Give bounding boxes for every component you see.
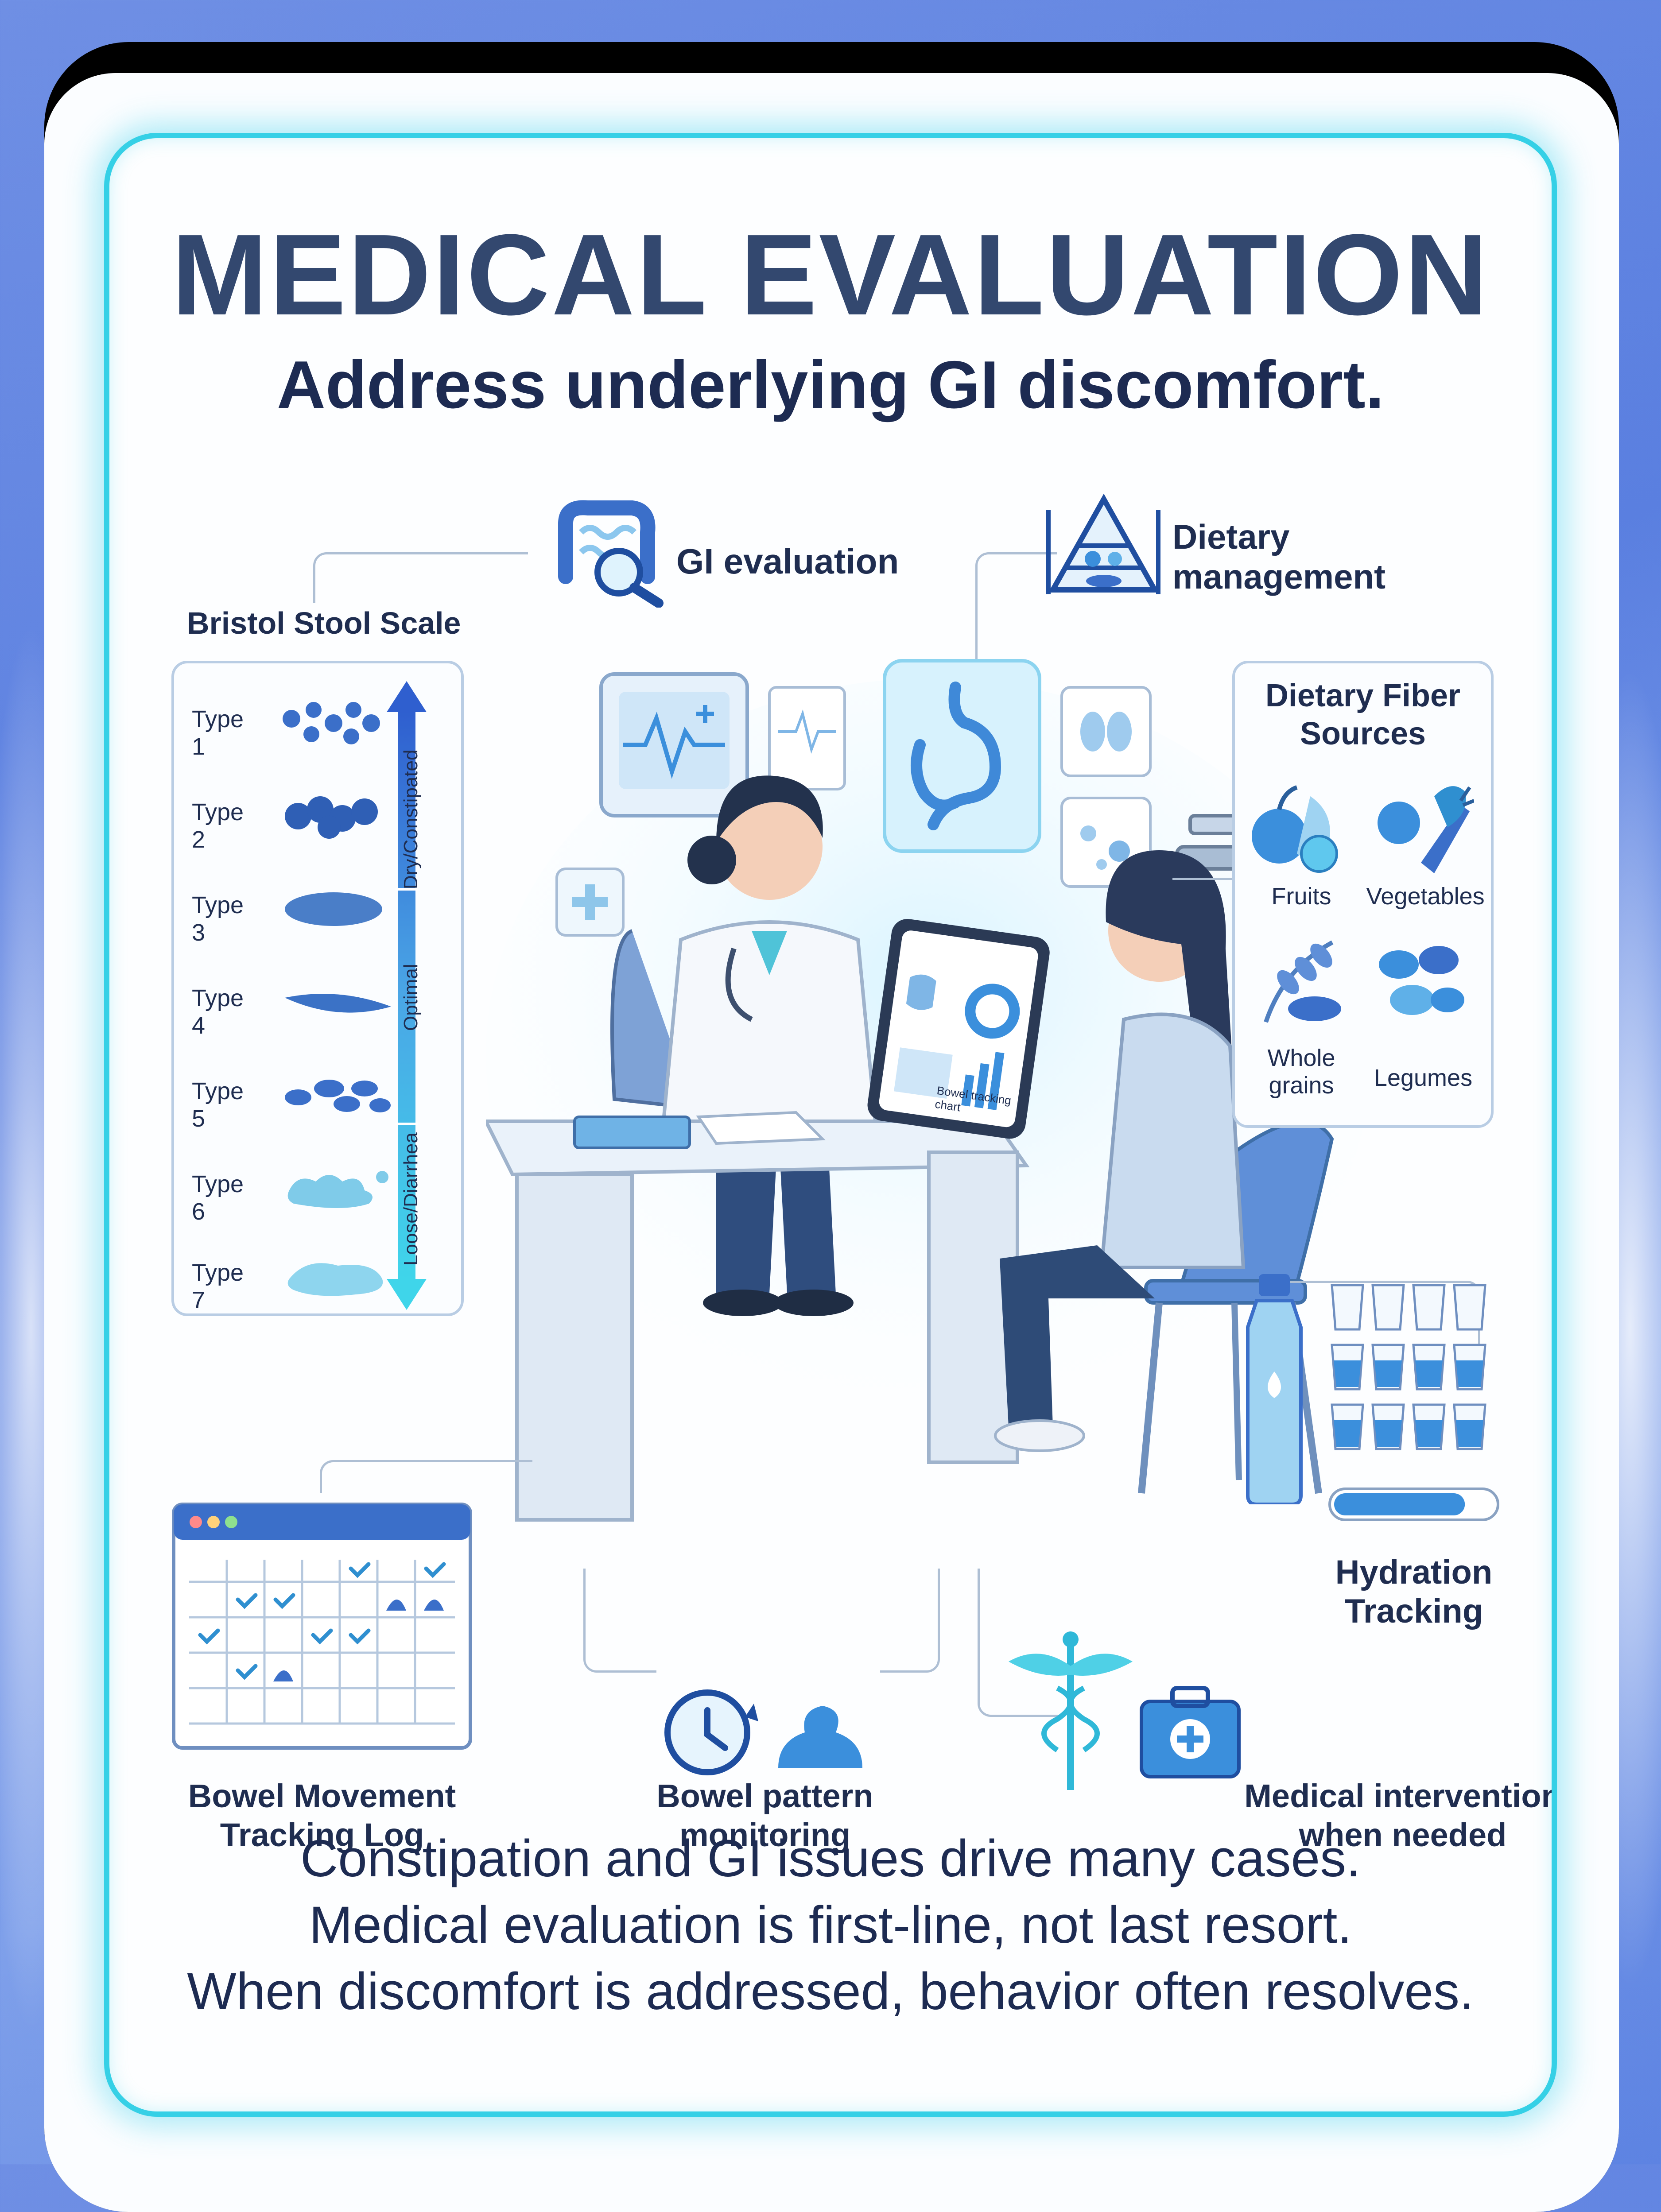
monitor-icon bbox=[599, 672, 749, 817]
kidney-panel-icon bbox=[1060, 686, 1152, 777]
hydration-glasses-grid bbox=[1331, 1284, 1486, 1450]
stool-type-7-icon bbox=[287, 1263, 383, 1296]
fruits-icon bbox=[1252, 785, 1338, 873]
dietary-management-line2: management bbox=[1172, 557, 1386, 596]
bristol-scale-title: Bristol Stool Scale bbox=[187, 606, 461, 640]
page-title: MEDICAL EVALUATION bbox=[171, 211, 1490, 339]
stool-type-4-label: Type 4 bbox=[192, 985, 244, 1039]
hydration-label-line1: Hydration bbox=[1335, 1553, 1493, 1591]
fiber-title-line2: Sources bbox=[1300, 716, 1426, 752]
fiber-sources-panel: Dietary Fiber Sources Fruits Vegetables … bbox=[1232, 661, 1494, 1128]
caduceus-medkit-icon bbox=[1009, 1631, 1241, 1790]
stool-type-2-label: Type 2 bbox=[192, 799, 244, 853]
hydration-glass bbox=[1331, 1403, 1364, 1450]
stool-type-6-icon bbox=[287, 1171, 388, 1208]
hydration-glass bbox=[1453, 1403, 1486, 1450]
legumes-icon bbox=[1379, 946, 1464, 1015]
summary-line3: When discomfort is addressed, behavior o… bbox=[187, 1962, 1474, 2021]
doctor-patient-scene bbox=[486, 659, 1372, 1522]
stool-type-1-icon bbox=[283, 702, 380, 744]
patient-figure bbox=[994, 850, 1246, 1452]
connector-pattern-right bbox=[880, 1569, 940, 1673]
stomach-hologram-icon bbox=[883, 659, 1041, 853]
legumes-label: Legumes bbox=[1374, 1065, 1473, 1091]
dietary-management-line1: Dietary bbox=[1172, 517, 1290, 556]
zone-dry-label: Dry/Constipated bbox=[400, 749, 422, 889]
hydration-glass bbox=[1331, 1344, 1364, 1391]
fruits-label: Fruits bbox=[1271, 883, 1331, 910]
connector-intervention bbox=[978, 1569, 1059, 1717]
bowel-log-calendar-icon bbox=[172, 1503, 472, 1750]
fiber-panel-title: Dietary Fiber Sources bbox=[1235, 677, 1491, 753]
desk bbox=[486, 1080, 1030, 1522]
zone-optimal-label: Optimal bbox=[400, 964, 422, 1031]
fiber-title-line1: Dietary Fiber bbox=[1265, 678, 1461, 713]
hydration-glass bbox=[1371, 1284, 1405, 1331]
connector-log bbox=[320, 1460, 532, 1493]
connector-diet bbox=[975, 552, 1057, 732]
stool-type-7-label: Type 7 bbox=[192, 1259, 244, 1313]
hydration-glass bbox=[1453, 1284, 1486, 1331]
whole-grains-icon bbox=[1264, 940, 1341, 1023]
bowel-pattern-label: Bowel pattern monitoring bbox=[636, 1777, 893, 1855]
bowel-log-line1: Bowel Movement bbox=[188, 1778, 456, 1814]
stool-type-2-icon bbox=[285, 796, 378, 839]
hydration-glass bbox=[1412, 1344, 1446, 1391]
medical-intervention-line2: when needed bbox=[1299, 1817, 1507, 1853]
hydration-progress-bar bbox=[1328, 1488, 1499, 1521]
whole-grains-label: Whole grains bbox=[1267, 1045, 1335, 1099]
connector-pattern-left bbox=[583, 1569, 656, 1673]
summary-line2: Medical evaluation is first-line, not la… bbox=[309, 1896, 1352, 1954]
stool-type-1-label: Type 1 bbox=[192, 706, 244, 760]
vegetables-icon bbox=[1378, 786, 1474, 873]
clock-stool-icon bbox=[664, 1689, 862, 1775]
bowel-pattern-line2: monitoring bbox=[679, 1817, 851, 1853]
stool-type-3-label: Type 3 bbox=[192, 892, 244, 946]
hydration-glass bbox=[1412, 1403, 1446, 1450]
document-icon bbox=[768, 686, 846, 790]
stool-scale-arrow bbox=[387, 681, 427, 1310]
bowel-pattern-line1: Bowel pattern bbox=[656, 1778, 873, 1814]
dietary-management-label: Dietary management bbox=[1172, 517, 1385, 597]
water-bottle-icon bbox=[1246, 1274, 1303, 1504]
hydration-glass bbox=[1453, 1344, 1486, 1391]
hydration-glass bbox=[1371, 1403, 1405, 1450]
hydration-progress-fill bbox=[1334, 1493, 1465, 1515]
stool-type-5-label: Type 5 bbox=[192, 1078, 244, 1132]
hydration-glass bbox=[1412, 1284, 1446, 1331]
medical-intervention-line1: Medical intervention bbox=[1244, 1778, 1557, 1814]
page-subtitle: Address underlying GI discomfort. bbox=[277, 347, 1384, 422]
bowel-log-label: Bowel Movement Tracking Log bbox=[163, 1777, 481, 1855]
hydration-glass bbox=[1371, 1344, 1405, 1391]
tablet-chart bbox=[867, 919, 1050, 1139]
medical-intervention-label: Medical intervention when needed bbox=[1243, 1777, 1557, 1855]
summary-text: Constipation and GI issues drive many ca… bbox=[109, 1825, 1552, 2025]
stool-type-6-label: Type 6 bbox=[192, 1171, 244, 1225]
stool-type-4-icon bbox=[285, 994, 391, 1013]
bowel-log-line2: Tracking Log bbox=[220, 1817, 424, 1853]
gi-evaluation-label: GI evaluation bbox=[676, 542, 899, 581]
bristol-scale-panel: Type 1 Type 2 Type 3 Type 4 Type 5 bbox=[171, 661, 464, 1316]
hydration-glass bbox=[1331, 1284, 1364, 1331]
connector-gi bbox=[313, 552, 528, 603]
food-pyramid-icon bbox=[1046, 493, 1160, 594]
vegetables-label: Vegetables bbox=[1366, 883, 1485, 910]
stool-type-3-icon bbox=[285, 892, 382, 926]
stool-type-5-icon bbox=[285, 1080, 391, 1112]
zone-loose-label: Loose/Diarrhea bbox=[400, 1132, 422, 1266]
infographic-poster: MEDICAL EVALUATION Address underlying GI… bbox=[104, 133, 1557, 2117]
intestine-magnifier-icon bbox=[558, 500, 664, 608]
hydration-label: Hydration Tracking bbox=[1327, 1553, 1500, 1631]
summary-line1: Constipation and GI issues drive many ca… bbox=[300, 1829, 1361, 1888]
hydration-label-line2: Tracking bbox=[1344, 1592, 1483, 1630]
